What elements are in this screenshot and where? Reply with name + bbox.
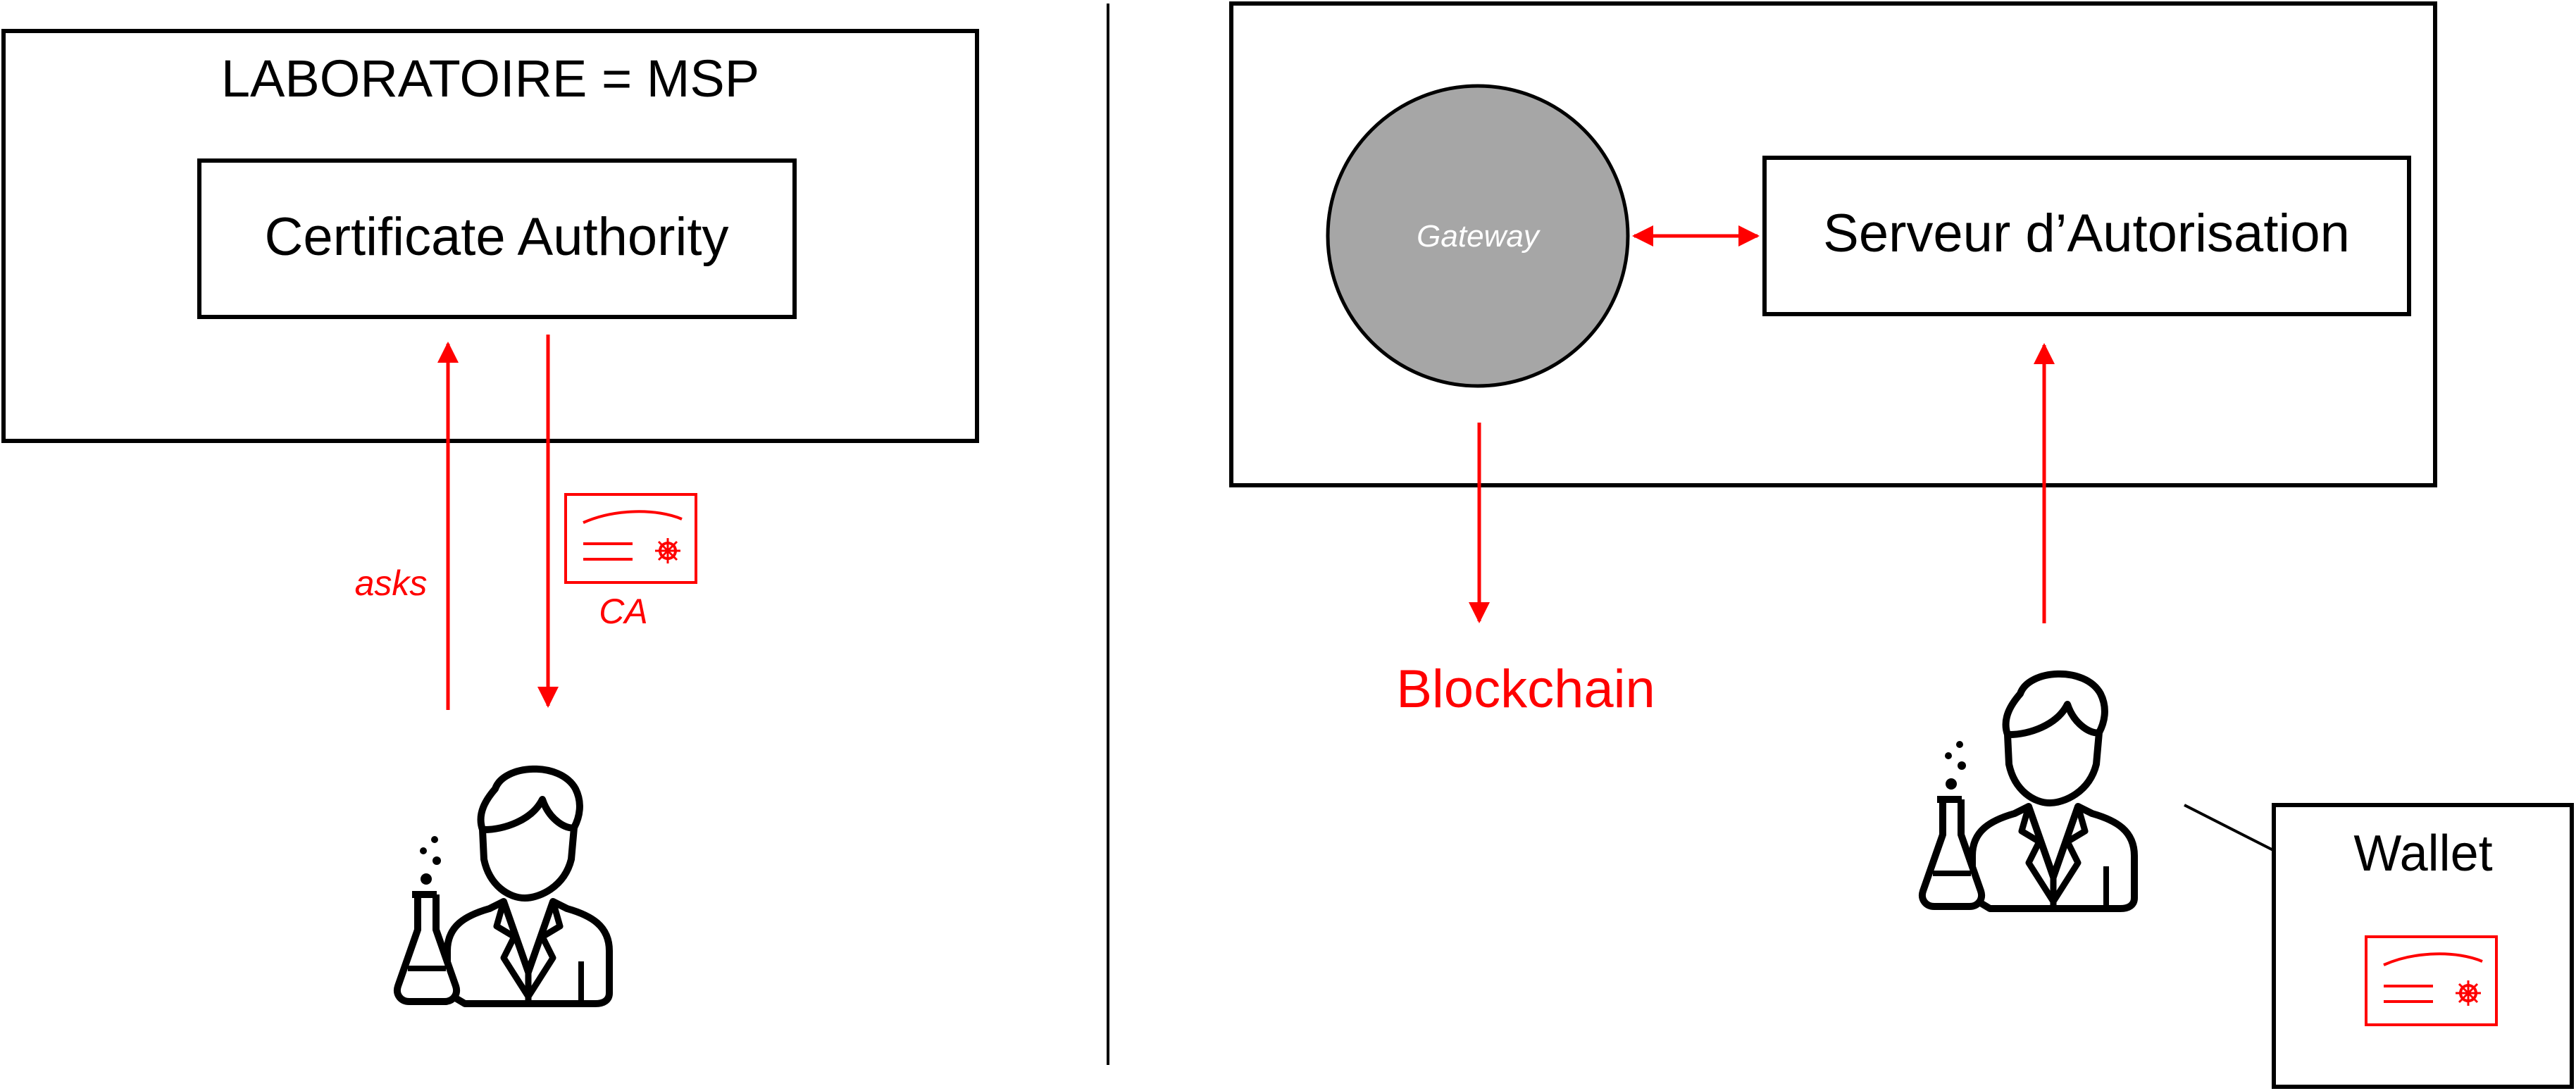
- gateway-node: [1326, 84, 1630, 388]
- blockchain-label: Blockchain: [1396, 659, 1655, 719]
- serveur-autorisation-box: [1762, 156, 2411, 316]
- ca-cert-label: CA: [599, 592, 647, 631]
- gateway-server-box: [1229, 1, 2437, 487]
- certificate-authority-label: Certificate Authority: [265, 207, 729, 267]
- certificate-icon: [564, 493, 697, 584]
- asks-label: asks: [355, 563, 428, 603]
- wallet-connector: [2184, 804, 2274, 852]
- laboratoire-title: LABORATOIRE = MSP: [221, 49, 759, 108]
- scientist-icon: [397, 769, 609, 1004]
- serveur-autorisation-label: Serveur d’Autorisation: [1823, 204, 2350, 263]
- gateway-label: Gateway: [1417, 219, 1541, 254]
- wallet-certificate-icon: [2365, 935, 2498, 1026]
- certificate-authority-box: [197, 158, 797, 319]
- wallet-label: Wallet: [2353, 825, 2492, 882]
- laboratoire-msp-box: [1, 29, 979, 443]
- scientist-icon-right: [1922, 674, 2134, 909]
